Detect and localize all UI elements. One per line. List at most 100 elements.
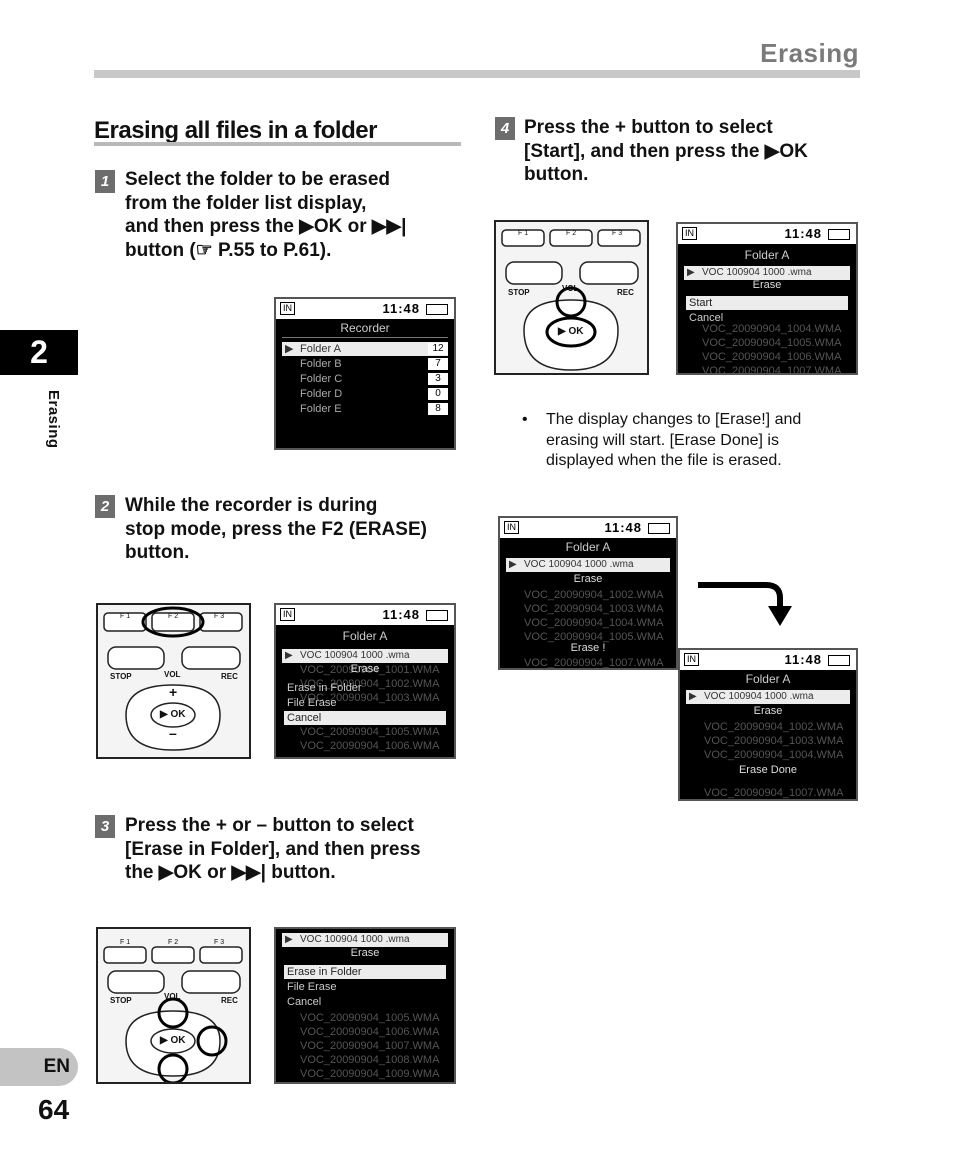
vol-label: VOL [164, 670, 181, 679]
folder-count: 3 [428, 373, 448, 385]
lcd-in-indicator: IN [682, 227, 697, 240]
file-name: VOC_20090904_1001.WMA [300, 664, 440, 676]
menu-cancel[interactable]: Cancel [287, 996, 322, 1008]
file-name: VOC 100904 1000 .wma [704, 691, 814, 702]
step-2-line: While the recorder is during [125, 495, 378, 516]
lcd-status-bar: IN 11:48 [678, 224, 856, 244]
lcd-status-bar: IN 11:48 [276, 299, 454, 319]
f3-label: F 3 [214, 613, 225, 620]
folder-count: 12 [428, 343, 448, 355]
folder-name: Folder E [300, 403, 342, 415]
file-name: VOC 100904 1000 .wma [524, 559, 634, 570]
file-row: VOC_20090904_1005.WMA [506, 630, 670, 644]
file-row: VOC_20090904_1003.WMA [506, 602, 670, 616]
menu-start[interactable]: Start [686, 296, 848, 310]
recorder-device-f2: F 1 F 2 F 3 STOP VOL REC + ▶ OK – [96, 603, 251, 759]
menu-erase-in-folder[interactable]: Erase in Folder [287, 682, 362, 694]
menu-file-erase[interactable]: File Erase [287, 697, 337, 709]
file-name: VOC_20090904_1005.WMA [702, 337, 842, 349]
f1-label: F 1 [120, 939, 131, 946]
file-name: VOC_20090904_1009.WMA [300, 1068, 440, 1080]
file-name: VOC_20090904_1007.WMA [524, 657, 664, 669]
file-name: VOC_20090904_1007.WMA [702, 365, 842, 375]
lcd-clock: 11:48 [784, 226, 822, 241]
lcd-erase-done: IN 11:48 Folder A ▶VOC 100904 1000 .wma … [678, 648, 858, 801]
step-3-line: Press the + or – button to select [125, 815, 414, 836]
plus-label: + [169, 684, 178, 700]
file-name: VOC 100904 1000 .wma [702, 267, 812, 278]
popup-heading: Erase [350, 663, 380, 675]
play-icon: ▶ [285, 934, 293, 945]
file-row: VOC_20090904_1004.WMA [684, 322, 850, 336]
lcd-divider [282, 337, 448, 338]
menu-cancel[interactable]: Cancel [284, 711, 446, 725]
chapter-tab: 2 [0, 330, 78, 375]
play-icon: ▶ [689, 691, 697, 702]
file-name: VOC_20090904_1005.WMA [300, 1012, 440, 1024]
lcd-in-indicator: IN [280, 608, 295, 621]
lcd-in-indicator: IN [280, 302, 295, 315]
step-1-line: button (☞ P.55 to P.61). [125, 239, 332, 261]
file-row: ▶ VOC 100904 1000 .wma [282, 933, 448, 947]
popup-heading: Erase [752, 279, 782, 291]
menu-file-erase[interactable]: File Erase [287, 981, 337, 993]
ok-label: ▶ OK [160, 709, 186, 720]
file-name: VOC 100904 1000 .wma [300, 934, 410, 945]
stop-label: STOP [110, 996, 132, 1005]
step-4-line: [Start], and then press the ▶OK [524, 140, 808, 162]
battery-icon [828, 229, 850, 240]
rec-label: REC [221, 996, 238, 1005]
step-1-number: 1 [95, 170, 115, 193]
lcd-clock: 11:48 [382, 607, 420, 622]
page-header-title: Erasing [760, 38, 859, 68]
file-name: VOC 100904 1000 .wma [300, 650, 410, 661]
popup-heading: Erase [753, 705, 783, 717]
erasing-message: Erase ! [570, 642, 606, 654]
file-row: ▶VOC 100904 1000 .wma [684, 266, 850, 280]
step-2-number: 2 [95, 495, 115, 518]
recorder-buttons-illustration [501, 229, 641, 371]
lcd-in-indicator: IN [684, 653, 699, 666]
menu-cancel[interactable]: Cancel [689, 312, 724, 324]
file-row: VOC_20090904_1001.WMA [282, 663, 448, 677]
ok-label: ▶ OK [558, 326, 584, 337]
file-row: VOC_20090904_1009.WMA [282, 1067, 448, 1081]
lcd-title: Folder A [565, 540, 611, 554]
f2-label: F 2 [168, 613, 179, 620]
page-number: 64 [38, 1094, 70, 1125]
file-name: VOC_20090904_1008.WMA [300, 1054, 440, 1066]
step-4-line: Press the + button to select [524, 117, 773, 138]
folder-name: Folder A [300, 343, 341, 355]
battery-icon [648, 523, 670, 534]
f2-label: F 2 [566, 230, 577, 237]
rec-label: REC [617, 288, 634, 297]
vol-label: VOL [562, 284, 579, 293]
step-3-line: [Erase in Folder], and then press [125, 838, 421, 860]
battery-icon [426, 304, 448, 315]
step-3-line: the ▶OK or ▶▶| button. [125, 862, 336, 883]
folder-count: 0 [428, 388, 448, 400]
recorder-buttons-illustration [103, 606, 243, 751]
menu-erase-in-folder[interactable]: Erase in Folder [284, 965, 446, 979]
file-name: VOC_20090904_1004.WMA [524, 617, 664, 629]
step-1-line: and then press the ▶OK or ▶▶| [125, 216, 407, 237]
file-row: VOC_20090904_1002.WMA [686, 720, 850, 734]
vol-label: VOL [164, 992, 181, 1001]
file-row: ▶ VOC 100904 1000 .wma [282, 649, 448, 663]
chapter-side-label: Erasing [45, 390, 62, 449]
file-row: VOC_20090904_1005.WMA [684, 336, 850, 350]
file-name: VOC_20090904_1007.WMA [704, 787, 844, 799]
recorder-device-plus-minus: F 1 F 2 F 3 STOP VOL REC ▶ OK [96, 927, 251, 1084]
step-1-line: Select the folder to be erased [125, 169, 391, 190]
lcd-title: Folder A [744, 248, 790, 262]
lcd-start-cancel: IN 11:48 Folder A ▶VOC 100904 1000 .wma … [676, 222, 858, 375]
step-3-text: Press the + or – button to select [Erase… [125, 814, 460, 885]
bullet-dot: • [522, 411, 528, 428]
step-2-line: stop mode, press the F2 (ERASE) [125, 518, 427, 540]
file-name: VOC_20090904_1003.WMA [300, 692, 440, 704]
stop-label: STOP [508, 288, 530, 297]
play-icon: ▶ [285, 650, 293, 661]
file-row: VOC_20090904_1008.WMA [282, 1053, 448, 1067]
